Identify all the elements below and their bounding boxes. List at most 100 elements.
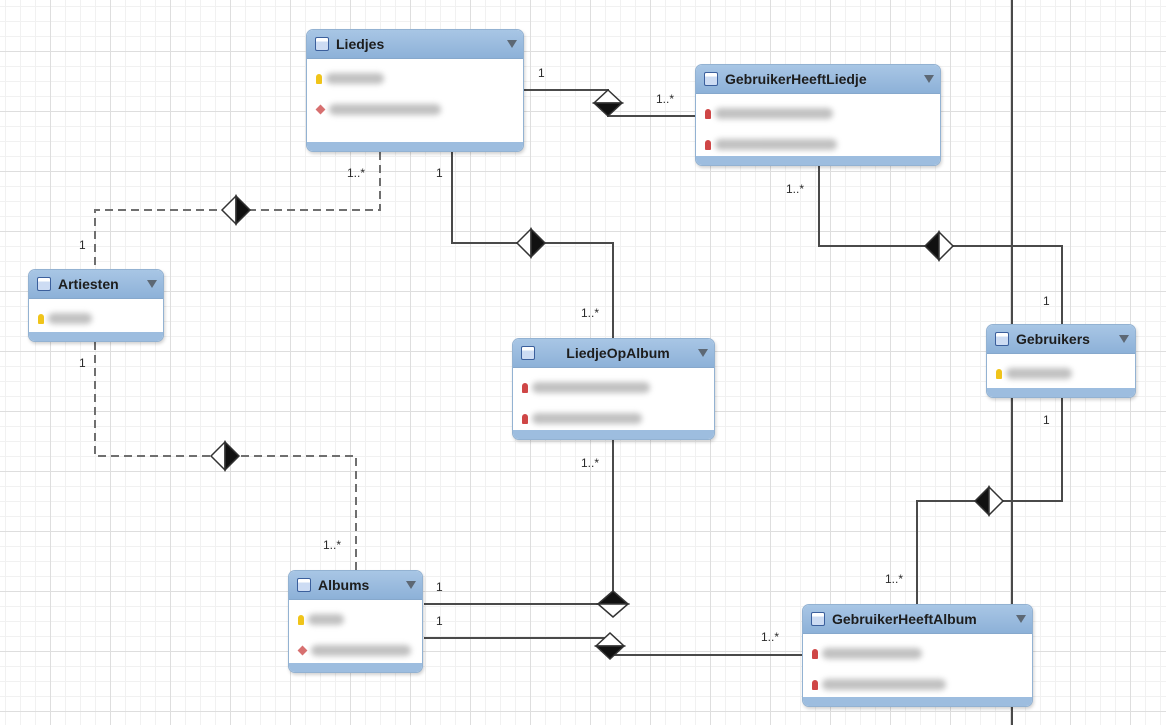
- attribute-row[interactable]: [987, 358, 1135, 389]
- attribute-row[interactable]: [307, 94, 523, 125]
- relationship-diamond: [515, 227, 547, 259]
- table-icon: [995, 332, 1009, 346]
- entity-footer: [307, 142, 523, 151]
- redacted-field: [715, 139, 837, 150]
- attribute-row[interactable]: [803, 638, 1032, 669]
- foreign-key-icon: [705, 108, 711, 119]
- redacted-field: [326, 73, 384, 84]
- entity-name: GebruikerHeeftLiedje: [725, 71, 867, 87]
- cardinality-label: 1: [436, 614, 443, 628]
- entity-header[interactable]: GebruikerHeeftLiedje: [696, 65, 940, 94]
- table-icon: [811, 612, 825, 626]
- entity-name: GebruikerHeeftAlbum: [832, 611, 977, 627]
- relationship-diamond: [209, 440, 241, 472]
- entity-header[interactable]: Gebruikers: [987, 325, 1135, 354]
- chevron-down-icon[interactable]: [507, 40, 517, 48]
- cardinality-label: 1..*: [581, 306, 600, 320]
- attribute-row[interactable]: [513, 403, 714, 434]
- entity-header[interactable]: Artiesten: [29, 270, 163, 299]
- entity-footer: [29, 332, 163, 341]
- redacted-field: [311, 645, 411, 656]
- entity-footer: [803, 697, 1032, 706]
- foreign-key-icon: [522, 382, 528, 393]
- table-icon: [521, 346, 535, 360]
- cardinality-label: 1: [79, 356, 86, 370]
- redacted-field: [1006, 368, 1072, 379]
- entity-header[interactable]: LiedjeOpAlbum: [513, 339, 714, 368]
- table-icon: [704, 72, 718, 86]
- chevron-down-icon[interactable]: [406, 581, 416, 589]
- foreign-key-icon: [705, 139, 711, 150]
- primary-key-icon: [298, 614, 304, 625]
- entity-name: Albums: [318, 577, 370, 593]
- entity-name: Liedjes: [336, 36, 385, 52]
- entity-name: LiedjeOpAlbum: [566, 345, 670, 361]
- foreign-key-diamond-icon: [297, 645, 308, 656]
- foreign-key-icon: [812, 679, 818, 690]
- relationship-diamond: [220, 194, 252, 226]
- entity-footer: [289, 663, 422, 672]
- attribute-row[interactable]: [803, 669, 1032, 700]
- cardinality-label: 1: [436, 166, 443, 180]
- entity-liedje-op-album[interactable]: LiedjeOpAlbum: [512, 338, 715, 440]
- cardinality-label: 1..*: [761, 630, 780, 644]
- primary-key-icon: [38, 313, 44, 324]
- entity-albums[interactable]: Albums: [288, 570, 423, 673]
- redacted-field: [715, 108, 833, 119]
- entity-footer: [513, 430, 714, 439]
- entity-gebruiker-heeft-album[interactable]: GebruikerHeeftAlbum: [802, 604, 1033, 707]
- entity-artiesten[interactable]: Artiesten: [28, 269, 164, 342]
- cardinality-label: 1..*: [347, 166, 366, 180]
- chevron-down-icon[interactable]: [1016, 615, 1026, 623]
- relationship-diamond: [592, 88, 624, 118]
- cardinality-label: 1: [1043, 294, 1050, 308]
- attribute-row[interactable]: [289, 635, 422, 666]
- attribute-row[interactable]: [696, 129, 940, 160]
- redacted-field: [329, 104, 441, 115]
- attribute-row[interactable]: [29, 303, 163, 334]
- cardinality-label: 1: [1043, 413, 1050, 427]
- entity-header[interactable]: Liedjes: [307, 30, 523, 59]
- table-icon: [315, 37, 329, 51]
- entity-header[interactable]: GebruikerHeeftAlbum: [803, 605, 1032, 634]
- redacted-field: [822, 648, 922, 659]
- entity-header[interactable]: Albums: [289, 571, 422, 600]
- cardinality-label: 1: [538, 66, 545, 80]
- cardinality-label: 1..*: [323, 538, 342, 552]
- cardinality-label: 1..*: [885, 572, 904, 586]
- attribute-row[interactable]: [307, 63, 523, 94]
- relationship-line-dashed: [94, 342, 357, 570]
- attribute-row[interactable]: [513, 372, 714, 403]
- entity-gebruiker-heeft-liedje[interactable]: GebruikerHeeftLiedje: [695, 64, 941, 166]
- primary-key-icon: [316, 73, 322, 84]
- redacted-field: [532, 382, 650, 393]
- chevron-down-icon[interactable]: [924, 75, 934, 83]
- redacted-field: [532, 413, 642, 424]
- table-icon: [297, 578, 311, 592]
- redacted-field: [48, 313, 92, 324]
- foreign-key-icon: [522, 413, 528, 424]
- redacted-field: [822, 679, 946, 690]
- relationship-diamond: [595, 590, 631, 618]
- cardinality-label: 1..*: [581, 456, 600, 470]
- chevron-down-icon[interactable]: [698, 349, 708, 357]
- entity-name: Artiesten: [58, 276, 119, 292]
- attribute-row[interactable]: [696, 98, 940, 129]
- attribute-row[interactable]: [289, 604, 422, 635]
- table-icon: [37, 277, 51, 291]
- redacted-field: [308, 614, 344, 625]
- cardinality-label: 1..*: [786, 182, 805, 196]
- entity-name: Gebruikers: [1016, 331, 1090, 347]
- entity-footer: [987, 388, 1135, 397]
- relationship-diamond: [973, 485, 1005, 517]
- relationship-diamond: [594, 631, 626, 661]
- entity-footer: [696, 156, 940, 165]
- cardinality-label: 1: [79, 238, 86, 252]
- entity-liedjes[interactable]: Liedjes: [306, 29, 524, 152]
- primary-key-icon: [996, 368, 1002, 379]
- chevron-down-icon[interactable]: [1119, 335, 1129, 343]
- foreign-key-icon: [812, 648, 818, 659]
- entity-gebruikers[interactable]: Gebruikers: [986, 324, 1136, 398]
- chevron-down-icon[interactable]: [147, 280, 157, 288]
